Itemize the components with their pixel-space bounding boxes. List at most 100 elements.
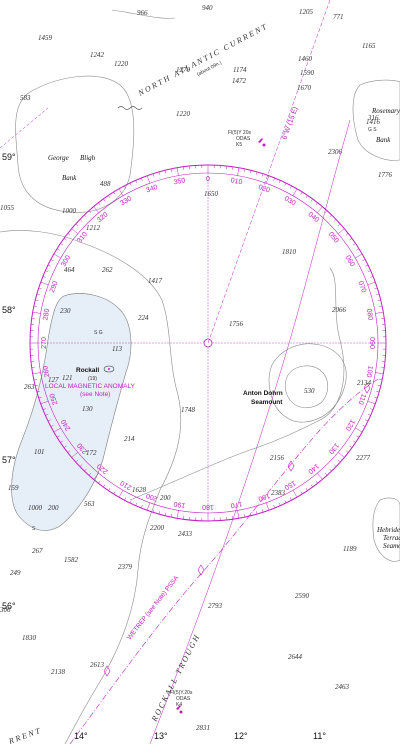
compass-tick: [50, 424, 54, 427]
depth-sounding: 267: [32, 547, 43, 555]
compass-tick: [376, 390, 380, 393]
compass-tick: [124, 185, 127, 189]
variation-label: 6°W (15 E): [280, 106, 299, 141]
depth-sounding: 2277: [356, 454, 371, 462]
compass-tick: [108, 487, 111, 491]
compass-tick: [135, 180, 138, 184]
depth-sounding: 1242: [90, 51, 105, 59]
compass-tick: [53, 427, 61, 433]
compass-tick: [38, 287, 42, 290]
compass-tick: [32, 372, 41, 375]
depth-sounding: 2383: [271, 489, 286, 497]
compass-tick: [71, 228, 78, 234]
depth-sounding: 583: [20, 94, 31, 102]
compass-bearing-label: 330: [119, 195, 133, 207]
wetrep-diamonds: [103, 382, 371, 677]
compass-tick: [47, 419, 51, 422]
compass-tick: [379, 379, 383, 381]
compass-tick: [60, 440, 64, 443]
hebrides-terrace-seamount: Hebrides Terrace Seamount: [376, 526, 400, 550]
depth-sounding: 1417: [148, 277, 163, 285]
compass-tick: [333, 464, 337, 467]
compass-bearing-label: 250: [49, 392, 60, 405]
compass-tick: [244, 514, 246, 518]
compass-tick: [158, 171, 161, 175]
depth-sounding: 2379: [118, 563, 133, 571]
compass-tick: [40, 400, 49, 405]
compass-tick: [38, 396, 42, 399]
compass-tick: [32, 311, 41, 314]
compass-bearing-label: 240: [60, 418, 72, 432]
depth-sounding: 306: [0, 606, 11, 614]
compass-tick: [141, 177, 143, 181]
compass-bearing-label: 190: [173, 500, 186, 509]
compass-bearing-label: 080: [365, 308, 374, 321]
depth-sounding: 1459: [38, 34, 53, 42]
compass-tick: [315, 202, 318, 206]
long-14: 14°: [74, 731, 88, 741]
compass-tick: [375, 372, 384, 375]
odas-buoy-k4[interactable]: Fl(5)Y.20s ODAS K4: [170, 690, 193, 714]
long-13: 13°: [154, 731, 168, 741]
compass-tick: [349, 238, 353, 241]
compass-tick: [367, 270, 371, 273]
depth-sounding: 1590: [300, 69, 315, 77]
compass-tick: [352, 440, 356, 443]
compass-tick: [71, 452, 78, 458]
compass-tick: [118, 490, 124, 498]
compass-tick: [88, 210, 92, 214]
svg-text:K4: K4: [176, 702, 182, 708]
depth-sounding: 2200: [150, 524, 165, 532]
depth-sounding: 940: [202, 4, 213, 12]
odas-buoy-k5[interactable]: Fl(5)Y 20s ODAS K5: [228, 130, 266, 148]
buoy-k5-icon: [258, 138, 263, 143]
compass-tick: [84, 468, 87, 472]
svg-text:Hebrides: Hebrides: [376, 526, 400, 534]
compass-tick: [170, 168, 172, 172]
depth-sounding: 530: [304, 387, 315, 395]
compass-tick: [103, 484, 106, 488]
compass-tick: [56, 248, 60, 251]
compass-bearing-label: 210: [119, 479, 133, 491]
depth-sounding: 101: [34, 448, 45, 456]
compass-tick: [135, 502, 138, 506]
rosemary-bank: Rosemary Bank: [371, 107, 400, 144]
compass-tick: [338, 228, 345, 234]
depth-sounding: 1756: [229, 320, 244, 328]
compass-tick: [377, 299, 381, 301]
compass-tick: [349, 445, 353, 448]
bottom-current-fragment: RRENT: [7, 726, 43, 744]
depth-sounding: 1205: [299, 8, 314, 16]
compass-tick: [164, 170, 166, 174]
contour-anton-dohrn-outer: [268, 343, 347, 423]
george-bligh-bank: George Bligh Bank: [48, 154, 96, 182]
compass-tick: [284, 182, 287, 186]
depth-sounding: 488: [100, 180, 111, 188]
depth-sounding: 127: [48, 376, 59, 384]
depth-sounding: 1748: [181, 406, 196, 414]
depth-sounding: 2134: [357, 379, 372, 387]
compass-tick: [33, 379, 37, 381]
depth-sounding: 2644: [288, 653, 303, 661]
magnetic-anomaly-note: (see Note): [80, 391, 110, 398]
compass-tick: [261, 173, 264, 177]
depth-sounding: 214: [124, 435, 135, 443]
compass-bearing-label: 160: [257, 491, 270, 502]
compass-tick: [355, 253, 363, 259]
rockall-height: (19): [88, 376, 97, 382]
compass-tick: [42, 408, 46, 410]
compass-tick: [362, 424, 366, 427]
compass-tick: [36, 293, 40, 296]
depth-sounding: 200: [48, 504, 59, 512]
compass-tick: [129, 182, 132, 186]
long-11: 11°: [313, 731, 326, 741]
compass-tick: [250, 512, 252, 516]
compass-tick: [103, 198, 106, 202]
compass-bearing-label: 260: [42, 365, 51, 378]
compass-tick: [45, 413, 49, 416]
compass-tick: [337, 459, 341, 463]
contour-shelf-2000: [129, 267, 345, 501]
wetrep-boundary: [69, 377, 381, 744]
compass-tick: [176, 510, 179, 519]
